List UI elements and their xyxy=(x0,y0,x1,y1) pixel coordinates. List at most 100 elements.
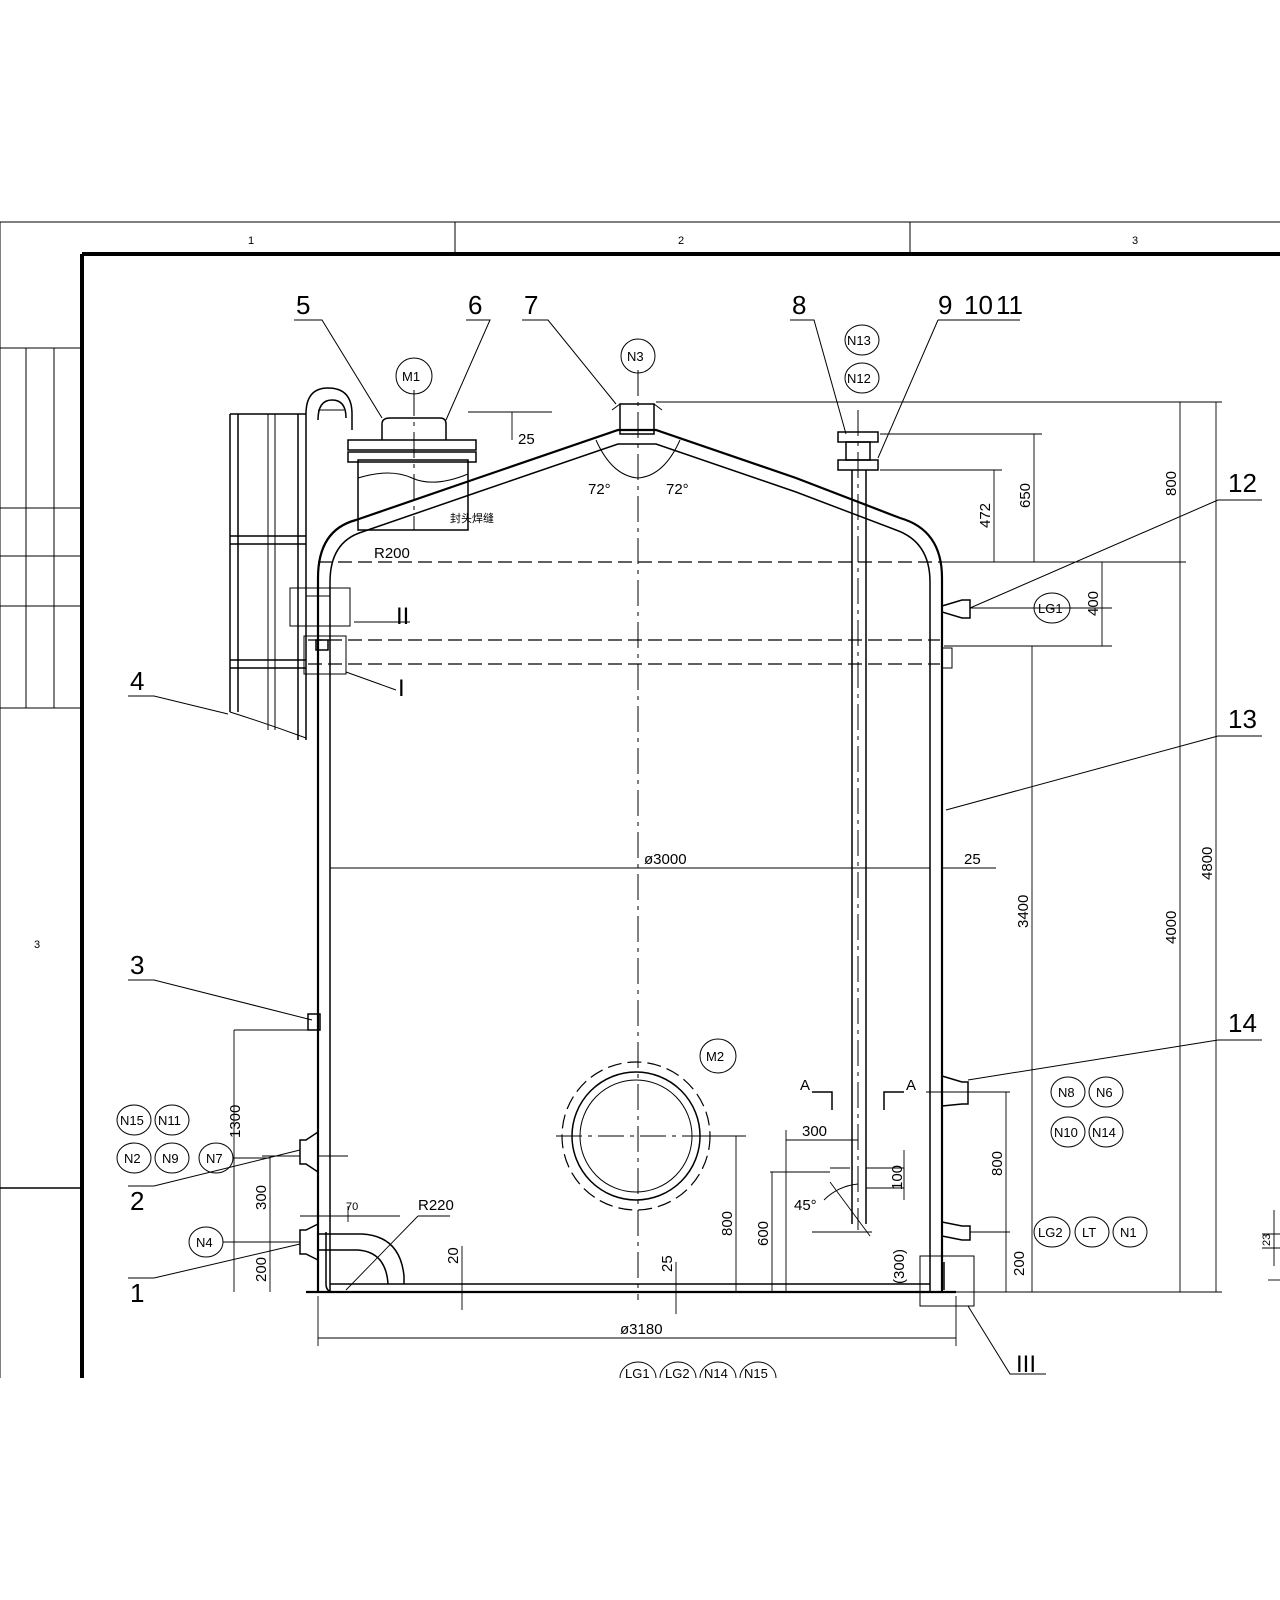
nozzle-n2-label: N2 xyxy=(124,1151,141,1166)
dim-25-shell: 25 xyxy=(964,851,981,868)
bubble-n15 xyxy=(116,1104,152,1136)
dimension-lines xyxy=(233,401,1280,1346)
part-labels: 5 6 7 8 9 10 11 12 13 4 3 2 1 14 II I II… xyxy=(130,290,1257,1378)
bubble-lt xyxy=(1074,1216,1110,1248)
dim-angle-45: 45° xyxy=(794,1197,817,1214)
part-number-1: 1 xyxy=(130,1278,144,1308)
part-number-12: 12 xyxy=(1228,468,1257,498)
ladder xyxy=(229,387,353,740)
nozzle-b2-label: LG2 xyxy=(665,1366,690,1381)
dim-472: 472 xyxy=(977,503,994,528)
dim-200-right: 200 xyxy=(1011,1251,1028,1276)
section-mark-left: A xyxy=(800,1077,810,1094)
nozzle-n7-label: N7 xyxy=(206,1151,223,1166)
nozzle-n13-label: N13 xyxy=(847,333,871,348)
part-number-13: 13 xyxy=(1228,704,1257,734)
bubble-n14 xyxy=(1088,1116,1124,1148)
dip-pipe xyxy=(830,410,905,1230)
nozzle-n9-label: N9 xyxy=(162,1151,179,1166)
bubble-n10 xyxy=(1050,1116,1086,1148)
left-nozzles xyxy=(299,1013,405,1293)
dim-600: 600 xyxy=(755,1221,772,1246)
bubble-n12 xyxy=(844,362,880,394)
part-number-4: 4 xyxy=(130,666,144,696)
part-number-9: 9 xyxy=(938,290,952,320)
dim-25-bottom: 25 xyxy=(659,1255,676,1272)
dim-4000: 4000 xyxy=(1163,911,1180,944)
bubble-n6 xyxy=(1088,1076,1124,1108)
bubble-m1 xyxy=(395,357,433,395)
dim-angle-right: 72° xyxy=(666,481,689,498)
nozzle-n1-label: N1 xyxy=(1120,1225,1137,1240)
dim-1300: 1300 xyxy=(227,1105,244,1138)
dim-400: 400 xyxy=(1085,591,1102,616)
dim-70: 70 xyxy=(346,1201,358,1213)
dim-200-left: 200 xyxy=(253,1257,270,1282)
side-manway xyxy=(556,1061,740,1211)
zone-3-label: 3 xyxy=(1132,235,1138,247)
side-mark-label: 3 xyxy=(34,939,40,951)
bubble-lc1 xyxy=(1033,592,1071,624)
dim-3400: 3400 xyxy=(1015,895,1032,928)
dim-r200: R200 xyxy=(374,545,410,562)
detail-mark-2: II xyxy=(396,603,409,630)
nozzle-n10-label: N10 xyxy=(1054,1125,1078,1140)
nozzle-lc1-label: LG1 xyxy=(1038,601,1063,616)
dim-800-manway: 800 xyxy=(719,1211,736,1236)
bubble-n1 xyxy=(1112,1216,1148,1248)
nozzle-m2-label: M2 xyxy=(706,1049,724,1064)
nozzle-m1-label: M1 xyxy=(402,369,420,384)
nozzle-b4-label: N15 xyxy=(744,1366,768,1381)
nozzle-n14-label: N14 xyxy=(1092,1125,1116,1140)
bubble-m2 xyxy=(699,1038,737,1074)
nozzle-lt-label: LT xyxy=(1082,1225,1096,1240)
dim-4800: 4800 xyxy=(1199,847,1216,880)
weld-note: 封头焊缝 xyxy=(450,511,494,525)
dim-300-paren: (300) xyxy=(891,1249,908,1284)
part-number-3: 3 xyxy=(130,950,144,980)
dim-r220: R220 xyxy=(418,1197,454,1214)
detail-boxes xyxy=(289,587,975,1307)
nozzle-n3-label: N3 xyxy=(627,349,644,364)
dimension-texts: 25 72° 72° R200 封头焊缝 650 472 800 400 ø30… xyxy=(227,431,1273,1338)
zone-2-label: 2 xyxy=(678,235,684,247)
part-number-10: 10 xyxy=(964,290,993,320)
bubble-n11 xyxy=(154,1104,190,1136)
detail-mark-1: I xyxy=(398,675,405,702)
tank-body xyxy=(306,370,956,1300)
nozzle-n8-label: N8 xyxy=(1058,1085,1075,1100)
dim-23: 23 xyxy=(1261,1234,1273,1246)
nozzle-n15-label: N15 xyxy=(120,1113,144,1128)
dim-dia-3180: ø3180 xyxy=(620,1321,663,1338)
dim-dia-3000: ø3000 xyxy=(644,851,687,868)
nozzle-b3-label: N14 xyxy=(704,1366,728,1381)
bubble-n13 xyxy=(844,324,880,356)
leaders xyxy=(128,319,1262,1375)
zone-1-label: 1 xyxy=(248,235,254,247)
nozzle-n6-label: N6 xyxy=(1096,1085,1113,1100)
nozzle-n4-label: N4 xyxy=(196,1235,213,1250)
part-number-14: 14 xyxy=(1228,1008,1257,1038)
dim-25-roof: 25 xyxy=(518,431,535,448)
dim-angle-left: 72° xyxy=(588,481,611,498)
section-mark-right: A xyxy=(906,1077,916,1094)
dim-650: 650 xyxy=(1017,483,1034,508)
bubble-n8 xyxy=(1050,1076,1086,1108)
dim-800-top: 800 xyxy=(1163,471,1180,496)
part-number-11: 11 xyxy=(996,290,1023,320)
part-number-6: 6 xyxy=(468,290,482,320)
dim-300-pipe: 300 xyxy=(802,1123,827,1140)
part-number-5: 5 xyxy=(296,290,310,320)
part-number-8: 8 xyxy=(792,290,806,320)
nozzle-n11-label: N11 xyxy=(158,1113,181,1128)
dim-100: 100 xyxy=(889,1165,906,1190)
top-manway xyxy=(347,390,477,531)
bubble-n9 xyxy=(154,1142,190,1174)
bubble-n2 xyxy=(116,1142,152,1174)
right-nozzles xyxy=(926,599,971,1241)
detail-mark-3: III xyxy=(1016,1351,1036,1378)
bubble-lg2 xyxy=(1033,1216,1071,1248)
nozzle-bubbles: M1 N3 N13 N12 LG1 M2 N8 N6 N10 N14 LG2 L… xyxy=(116,324,1148,1408)
dim-20: 20 xyxy=(445,1247,462,1264)
